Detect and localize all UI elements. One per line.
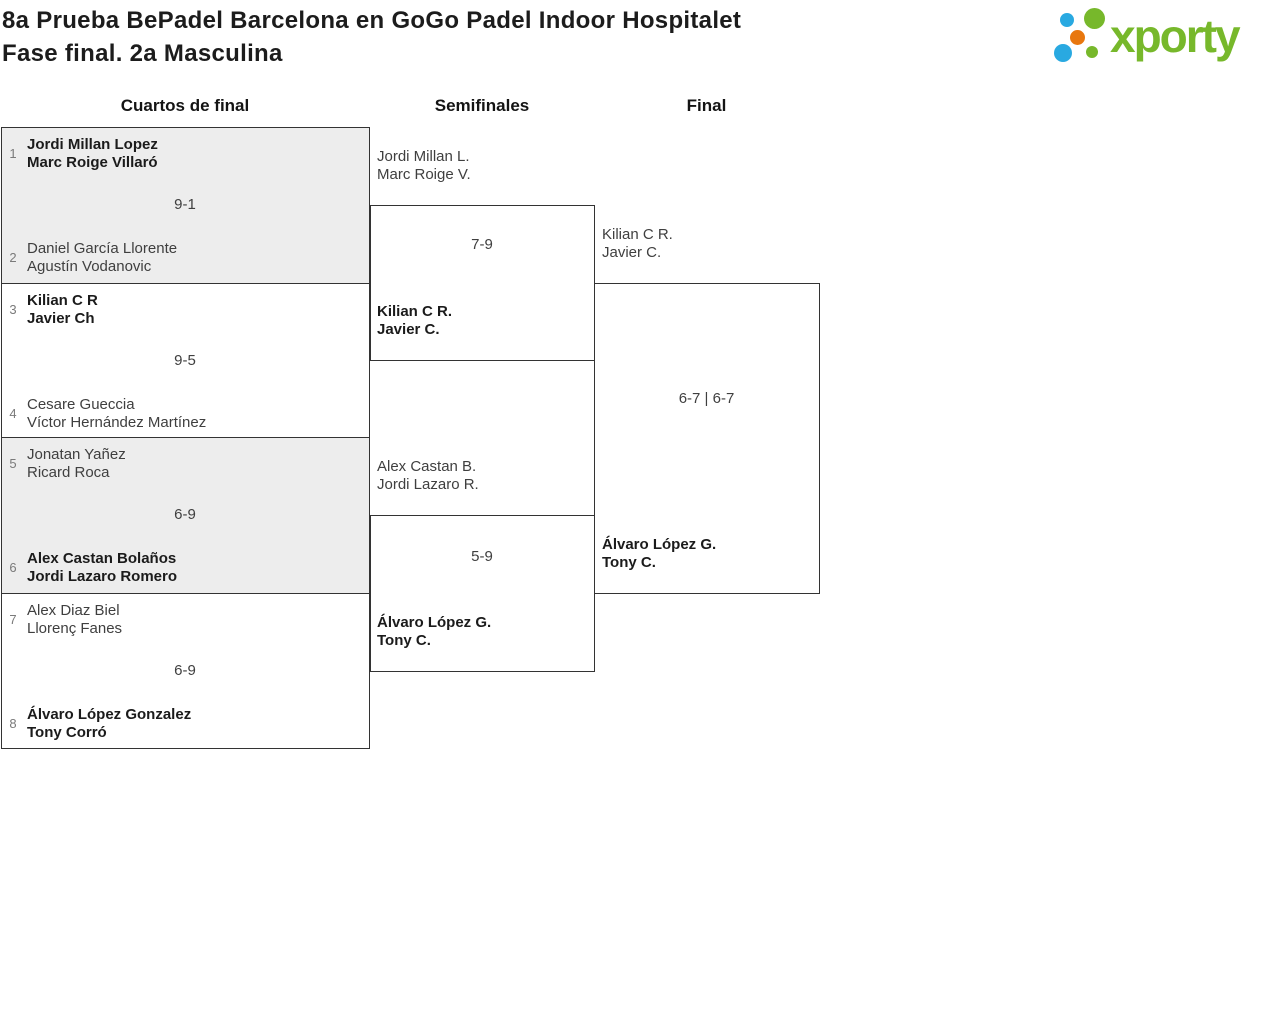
qf2-team-bottom: Cesare Gueccia Víctor Hernández Martínez bbox=[27, 396, 206, 432]
quarterfinals-column bbox=[1, 127, 370, 749]
qf1-team-bottom: Daniel García Llorente Agustín Vodanovic bbox=[27, 240, 177, 276]
player-name: Marc Roige Villaró bbox=[27, 154, 158, 171]
player-name: Javier Ch bbox=[27, 310, 95, 327]
player-name: Kilian C R. bbox=[602, 226, 673, 243]
round-header-final: Final bbox=[686, 96, 727, 115]
player-name: Jordi Lazaro Romero bbox=[27, 568, 178, 585]
player-name: Alex Castan Bolaños bbox=[27, 550, 177, 567]
player-name: Agustín Vodanovic bbox=[27, 258, 152, 275]
final-box bbox=[594, 283, 820, 594]
sf2-team-bottom: Álvaro López G. Tony C. bbox=[377, 614, 491, 650]
player-name: Alex Diaz Biel bbox=[27, 602, 120, 619]
player-name: Tony C. bbox=[602, 554, 656, 571]
qf3-seed-top: 5 bbox=[9, 456, 17, 471]
player-name: Daniel García Llorente bbox=[27, 240, 178, 257]
logo-dot-blue-small bbox=[1060, 13, 1074, 27]
qf1-score: 9-1 bbox=[174, 196, 196, 213]
page-title: 8a Prueba BePadel Barcelona en GoGo Pade… bbox=[2, 4, 741, 70]
player-name: Jordi Millan Lopez bbox=[27, 136, 158, 153]
qf-match1-shade bbox=[2, 128, 369, 283]
logo-dot-blue-large bbox=[1054, 44, 1072, 62]
final-team-top: Kilian C R. Javier C. bbox=[602, 226, 673, 262]
qf4-team-bottom: Álvaro López Gonzalez Tony Corró bbox=[27, 706, 191, 742]
player-name: Jonatan Yañez bbox=[27, 446, 126, 463]
player-name: Álvaro López G. bbox=[377, 614, 492, 631]
qf4-seed-top: 7 bbox=[9, 612, 17, 627]
player-name: Marc Roige V. bbox=[377, 166, 471, 183]
player-name: Jordi Lazaro R. bbox=[377, 476, 479, 493]
final-score: 6-7 | 6-7 bbox=[678, 390, 735, 407]
sf1-team-bottom: Kilian C R. Javier C. bbox=[377, 303, 452, 339]
player-name: Álvaro López G. bbox=[602, 536, 717, 553]
qf3-seed-bottom: 6 bbox=[9, 560, 17, 575]
title-line-1: 8a Prueba BePadel Barcelona en GoGo Pade… bbox=[2, 7, 742, 34]
round-header-semifinals: Semifinales bbox=[434, 96, 530, 115]
qf3-team-bottom: Alex Castan Bolaños Jordi Lazaro Romero bbox=[27, 550, 177, 586]
qf-separator-1 bbox=[2, 283, 369, 284]
player-name: Llorenç Fanes bbox=[27, 620, 123, 637]
qf2-seed-bottom: 4 bbox=[9, 406, 17, 421]
qf4-team-top: Alex Diaz Biel Llorenç Fanes bbox=[27, 602, 122, 638]
qf-separator-2 bbox=[2, 437, 369, 438]
qf4-seed-bottom: 8 bbox=[9, 716, 17, 731]
round-header-quarterfinals: Cuartos de final bbox=[120, 96, 250, 115]
qf-match3-shade bbox=[2, 438, 369, 593]
qf-separator-3 bbox=[2, 593, 369, 594]
player-name: Kilian C R bbox=[27, 292, 98, 309]
qf1-seed-bottom: 2 bbox=[9, 250, 17, 265]
qf1-team-top: Jordi Millan Lopez Marc Roige Villaró bbox=[27, 136, 158, 172]
sf2-score: 5-9 bbox=[471, 548, 493, 565]
player-name: Jordi Millan L. bbox=[377, 148, 470, 165]
qf3-score: 6-9 bbox=[174, 506, 196, 523]
player-name: Tony Corró bbox=[27, 724, 107, 741]
player-name: Ricard Roca bbox=[27, 464, 110, 481]
sf2-team-top: Alex Castan B. Jordi Lazaro R. bbox=[377, 458, 479, 494]
player-name: Víctor Hernández Martínez bbox=[27, 414, 207, 431]
xporty-logo[interactable]: xporty bbox=[1050, 4, 1276, 68]
qf4-score: 6-9 bbox=[174, 662, 196, 679]
player-name: Álvaro López Gonzalez bbox=[27, 706, 192, 723]
player-name: Kilian C R. bbox=[377, 303, 453, 320]
qf2-score: 9-5 bbox=[174, 352, 196, 369]
player-name: Javier C. bbox=[377, 321, 440, 338]
title-line-2: Fase final. 2a Masculina bbox=[2, 40, 283, 67]
logo-dot-green-small bbox=[1086, 46, 1098, 58]
player-name: Cesare Gueccia bbox=[27, 396, 135, 413]
final-team-bottom: Álvaro López G. Tony C. bbox=[602, 536, 716, 572]
qf1-seed-top: 1 bbox=[9, 146, 17, 161]
logo-dot-orange bbox=[1070, 30, 1085, 45]
player-name: Alex Castan B. bbox=[377, 458, 477, 475]
sf1-team-top: Jordi Millan L. Marc Roige V. bbox=[377, 148, 471, 184]
qf3-team-top: Jonatan Yañez Ricard Roca bbox=[27, 446, 126, 482]
logo-dot-green-large bbox=[1084, 8, 1105, 29]
player-name: Javier C. bbox=[602, 244, 662, 261]
logo-wordmark: xporty bbox=[1110, 10, 1241, 62]
player-name: Tony C. bbox=[377, 632, 431, 649]
sf1-score: 7-9 bbox=[471, 236, 493, 253]
qf2-seed-top: 3 bbox=[9, 302, 17, 317]
qf2-team-top: Kilian C R Javier Ch bbox=[27, 292, 98, 328]
